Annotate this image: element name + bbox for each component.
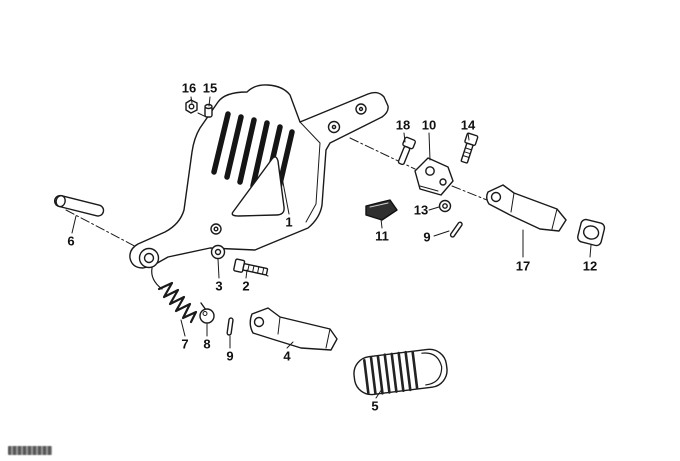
- part-label-18: 18: [395, 117, 411, 133]
- part-label-5: 5: [371, 398, 379, 414]
- bolt-18: [397, 136, 416, 166]
- part-label-3: 3: [215, 278, 223, 294]
- part-label-16: 16: [181, 80, 197, 96]
- part-label-13: 13: [413, 202, 429, 218]
- leader-lines: [71, 96, 592, 399]
- rubber-pad-5: [353, 348, 448, 396]
- part-label-1: 1: [285, 214, 293, 230]
- washer-3: [210, 244, 226, 260]
- bracket-10: [414, 157, 454, 196]
- part-label-15: 15: [202, 80, 218, 96]
- stop-wedge-11: [365, 199, 398, 221]
- footpeg-17: [486, 184, 567, 232]
- nut-13: [438, 199, 452, 213]
- spring-7: [157, 281, 198, 324]
- watermark: [8, 446, 52, 455]
- part-label-9-left: 9: [226, 348, 234, 364]
- part-label-6: 6: [67, 233, 75, 249]
- part-label-17: 17: [515, 258, 531, 274]
- part-label-10: 10: [421, 117, 437, 133]
- pin-9-right: [449, 221, 463, 238]
- footrest-plate: [129, 84, 389, 290]
- part-label-2: 2: [242, 278, 250, 294]
- bolt-2: [233, 258, 269, 276]
- footpeg-4: [249, 307, 338, 351]
- plunger-8: [199, 302, 215, 324]
- part-label-7: 7: [181, 336, 189, 352]
- sleeve-15: [204, 103, 213, 118]
- part-label-14: 14: [460, 117, 476, 133]
- part-label-4: 4: [283, 348, 291, 364]
- part-label-11: 11: [375, 228, 389, 244]
- pivot-pin-6: [53, 194, 105, 217]
- pin-9-left: [226, 317, 234, 336]
- part-label-9-right: 9: [423, 229, 431, 245]
- nut-16: [185, 99, 198, 114]
- part-label-12: 12: [582, 258, 598, 274]
- part-label-8: 8: [203, 336, 211, 352]
- end-cap-12: [577, 218, 606, 247]
